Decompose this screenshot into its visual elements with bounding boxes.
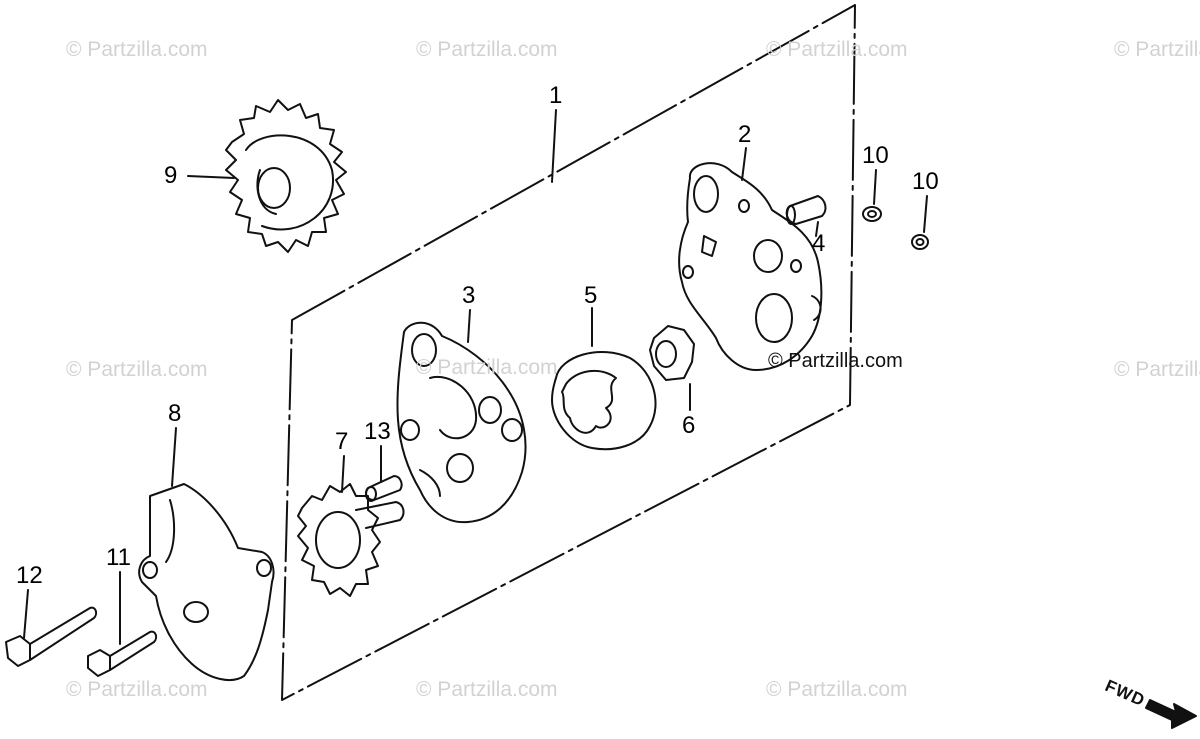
watermark: © Partzilla.com [66, 358, 208, 381]
callout-1[interactable]: 1 [549, 82, 563, 109]
leader-10a [873, 169, 877, 205]
watermark: © Partzilla.com [1114, 38, 1200, 61]
callout-11[interactable]: 11 [106, 544, 131, 571]
leader-10b [923, 195, 928, 233]
leader-9 [187, 175, 235, 179]
drive-gear-part-7 [297, 483, 405, 597]
o-ring-part-10b [911, 234, 929, 250]
pump-body-part-3 [396, 321, 527, 524]
callout-2[interactable]: 2 [738, 121, 752, 148]
short-bolt-part-11 [87, 630, 158, 677]
callout-12[interactable]: 12 [16, 562, 43, 589]
watermark: © Partzilla.com [416, 356, 558, 379]
callout-8[interactable]: 8 [168, 400, 182, 427]
callout-10b[interactable]: 10 [912, 168, 939, 195]
watermark: © Partzilla.com [768, 350, 903, 372]
leader-3 [467, 309, 471, 343]
assembly-outline [281, 4, 856, 701]
screw-part-13 [365, 475, 403, 502]
fwd-arrow-icon [1145, 699, 1197, 729]
callout-9[interactable]: 9 [164, 162, 178, 189]
watermark: © Partzilla.com [416, 678, 558, 701]
leader-2 [741, 147, 747, 181]
watermark: © Partzilla.com [766, 678, 908, 701]
callout-7[interactable]: 7 [335, 428, 349, 455]
callout-5[interactable]: 5 [584, 282, 598, 309]
o-ring-part-10a [862, 206, 882, 222]
leader-4 [815, 221, 819, 237]
watermark: © Partzilla.com [66, 38, 208, 61]
outer-rotor-part-5 [551, 350, 657, 451]
leader-12 [23, 589, 29, 639]
inner-rotor-part-6 [649, 325, 695, 381]
long-bolt-part-12 [5, 606, 98, 667]
callout-6[interactable]: 6 [682, 412, 696, 439]
watermark: © Partzilla.com [766, 38, 908, 61]
leader-1 [551, 109, 557, 183]
callout-4[interactable]: 4 [812, 230, 826, 257]
watermark: © Partzilla.com [66, 678, 208, 701]
watermark: © Partzilla.com [416, 38, 558, 61]
dowel-pin-part-4 [785, 195, 827, 225]
callout-10a[interactable]: 10 [862, 142, 889, 169]
pump-cover-part-2 [678, 162, 823, 371]
leader-7 [341, 455, 345, 493]
watermark: © Partzilla.com [1114, 358, 1200, 381]
callout-13[interactable]: 13 [364, 418, 391, 445]
callout-3[interactable]: 3 [462, 282, 476, 309]
leader-8 [171, 427, 177, 487]
strainer-cover-part-8 [138, 483, 275, 681]
gear-part-9 [225, 99, 347, 253]
